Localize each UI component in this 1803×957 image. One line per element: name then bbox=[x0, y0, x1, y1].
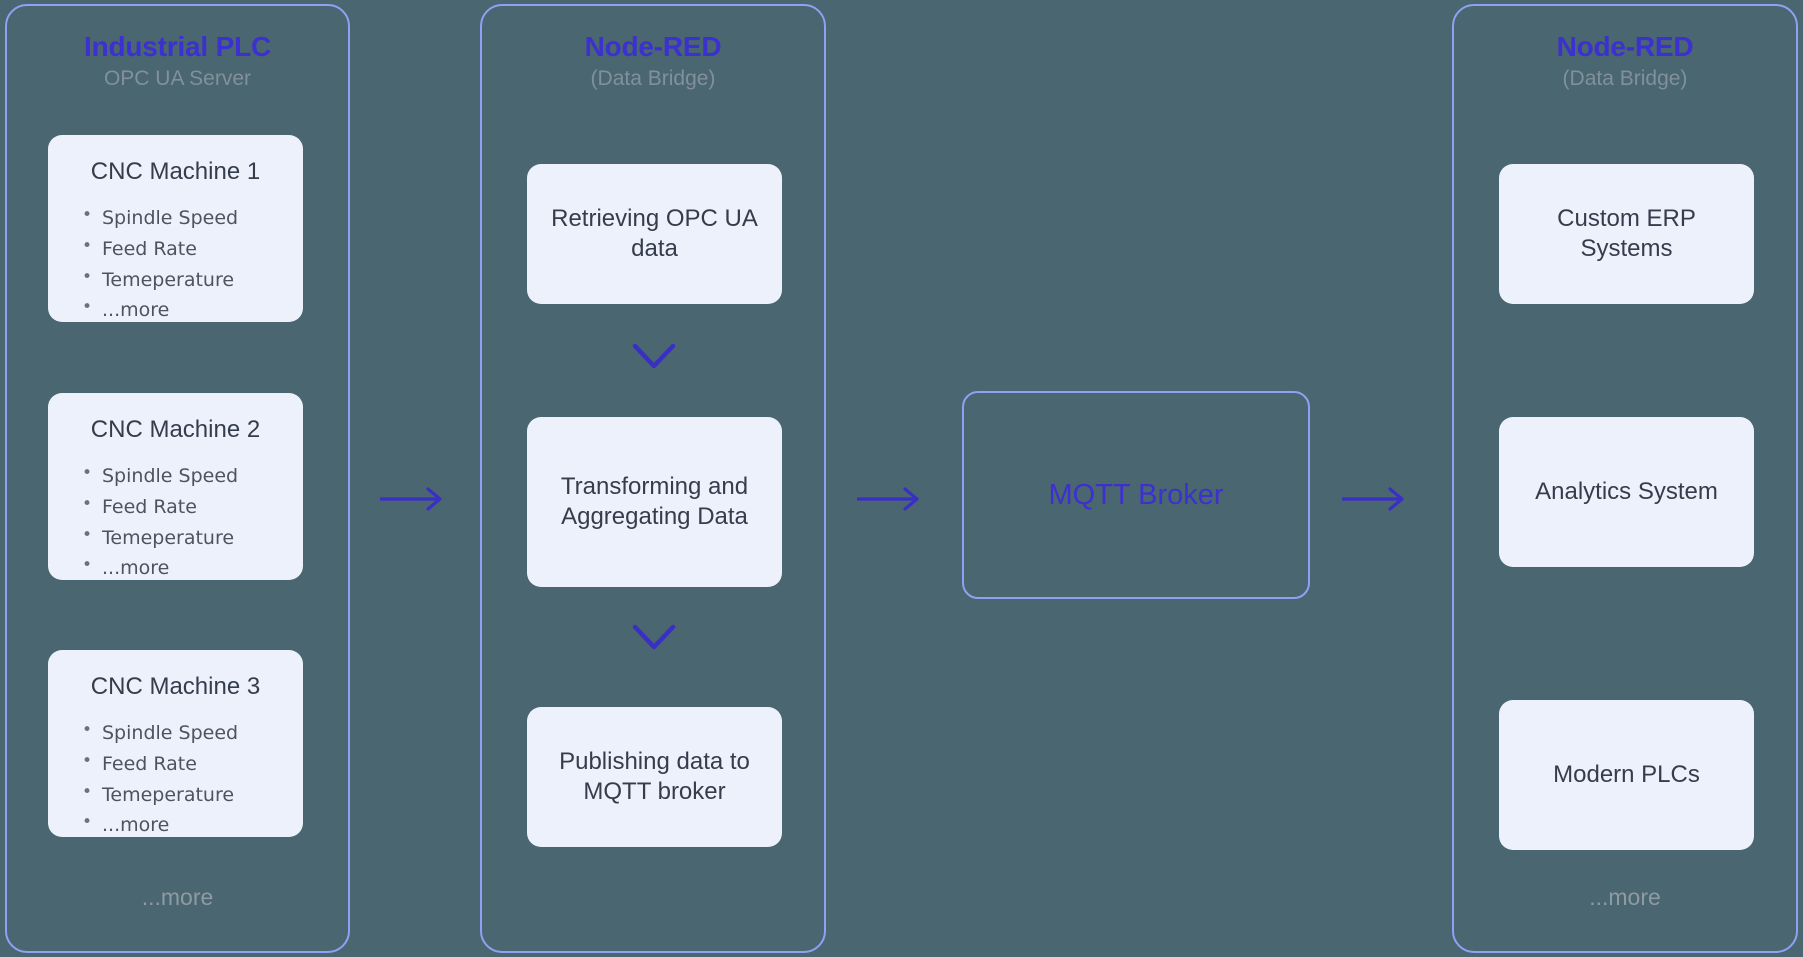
list-item: Temeperature bbox=[82, 264, 283, 296]
card-title: Custom ERP Systems bbox=[1557, 205, 1696, 262]
list-item: Feed Rate bbox=[82, 491, 283, 523]
panel-node-red-consumers-more[interactable]: ...more bbox=[1589, 884, 1661, 910]
panel-industrial-plc-more[interactable]: ...more bbox=[141, 884, 214, 910]
panel-node-red-consumers-header: Node-RED (Data Bridge) bbox=[1556, 31, 1694, 90]
panel-node-red-bridge-header: Node-RED (Data Bridge) bbox=[584, 31, 722, 90]
panel-title: Node-RED bbox=[584, 31, 722, 62]
card-title: Analytics System bbox=[1535, 478, 1718, 505]
list-item: Temeperature bbox=[82, 522, 283, 554]
list-item: ...more bbox=[82, 809, 283, 841]
metric-list: Spindle Speed Feed Rate Temeperature ...… bbox=[68, 460, 283, 584]
card-cnc-machine-3[interactable]: CNC Machine 3 Spindle Speed Feed Rate Te… bbox=[48, 650, 303, 837]
card-retrieving-opc-ua-data[interactable]: Retrieving OPC UA data bbox=[527, 164, 782, 304]
card-title: CNC Machine 2 bbox=[90, 416, 261, 443]
card-title: Transforming and Aggregating Data bbox=[560, 473, 749, 530]
list-item: Temeperature bbox=[82, 779, 283, 811]
panel-node-red-bridge: Node-RED (Data Bridge) bbox=[480, 4, 826, 953]
list-item: Feed Rate bbox=[82, 748, 283, 780]
chevron-transform-to-publish bbox=[632, 624, 676, 650]
list-item: ...more bbox=[82, 552, 283, 584]
metric-list: Spindle Speed Feed Rate Temeperature ...… bbox=[68, 717, 283, 841]
card-cnc-machine-2[interactable]: CNC Machine 2 Spindle Speed Feed Rate Te… bbox=[48, 393, 303, 580]
mqtt-broker-box[interactable]: MQTT Broker bbox=[962, 391, 1310, 599]
panel-industrial-plc-header: Industrial PLC OPC UA Server bbox=[84, 31, 271, 90]
card-title: Retrieving OPC UA data bbox=[551, 205, 758, 262]
card-title: Modern PLCs bbox=[1553, 761, 1700, 788]
card-cnc-machine-1[interactable]: CNC Machine 1 Spindle Speed Feed Rate Te… bbox=[48, 135, 303, 322]
list-item: Spindle Speed bbox=[82, 717, 283, 749]
panel-title: Node-RED bbox=[1556, 31, 1694, 62]
card-title: CNC Machine 1 bbox=[90, 158, 261, 185]
list-item: Spindle Speed bbox=[82, 202, 283, 234]
metric-list: Spindle Speed Feed Rate Temeperature ...… bbox=[68, 202, 283, 326]
card-publishing-data-to-mqtt-broker[interactable]: Publishing data to MQTT broker bbox=[527, 707, 782, 847]
card-transforming-aggregating-data[interactable]: Transforming and Aggregating Data bbox=[527, 417, 782, 587]
panel-node-red-consumers: Node-RED (Data Bridge) bbox=[1452, 4, 1798, 953]
card-modern-plcs[interactable]: Modern PLCs bbox=[1499, 700, 1754, 850]
arrow-plc-to-bridge bbox=[380, 487, 442, 511]
arrow-broker-to-consumers bbox=[1342, 487, 1404, 511]
list-item: Spindle Speed bbox=[82, 460, 283, 492]
card-title: CNC Machine 3 bbox=[90, 673, 261, 700]
panel-industrial-plc: Industrial PLC OPC UA Server bbox=[5, 4, 350, 953]
panel-subtitle: (Data Bridge) bbox=[590, 66, 716, 90]
chevron-retrieve-to-transform bbox=[632, 343, 676, 369]
list-item: Feed Rate bbox=[82, 233, 283, 265]
panel-subtitle: OPC UA Server bbox=[103, 66, 252, 90]
list-item: ...more bbox=[82, 294, 283, 326]
mqtt-broker-label: MQTT Broker bbox=[1048, 478, 1224, 511]
card-custom-erp-systems[interactable]: Custom ERP Systems bbox=[1499, 164, 1754, 304]
card-title: Publishing data to MQTT broker bbox=[559, 748, 750, 805]
panel-title: Industrial PLC bbox=[84, 31, 271, 62]
card-analytics-system[interactable]: Analytics System bbox=[1499, 417, 1754, 567]
panel-subtitle: (Data Bridge) bbox=[1562, 66, 1688, 90]
arrow-bridge-to-broker bbox=[857, 487, 919, 511]
